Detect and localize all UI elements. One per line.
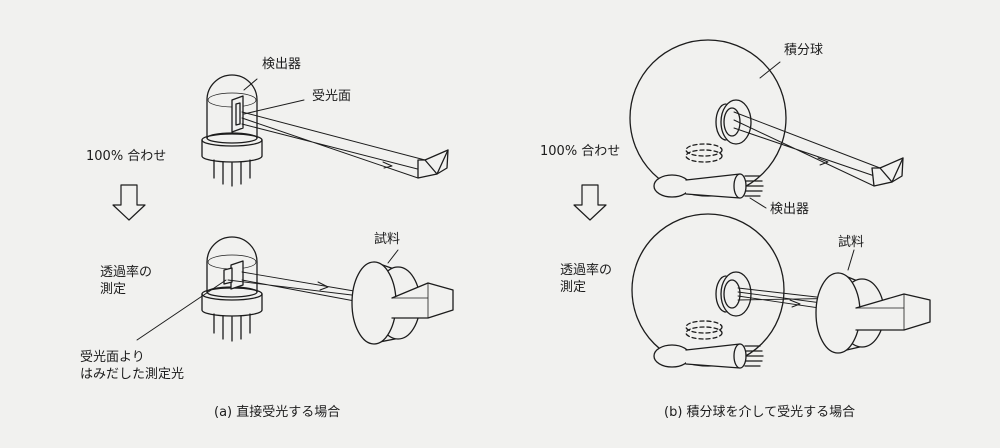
- light-beam-bottom-b: [737, 287, 861, 315]
- pointer-sample-a: [387, 249, 399, 264]
- pointer-overflow-a: [136, 279, 227, 341]
- label-overflow-line1-a: 受光面より: [80, 350, 145, 365]
- down-arrow-a: [112, 184, 146, 221]
- label-sphere-b: 積分球: [784, 43, 824, 58]
- integrating-sphere-bottom: [631, 213, 785, 367]
- detector-b-bottom: [653, 343, 764, 369]
- detector-b-top: [653, 173, 764, 199]
- pointer-surface-a: [243, 99, 305, 115]
- pointer-sphere-b: [759, 61, 781, 79]
- sample-disc-a: [351, 261, 454, 345]
- label-measurement-line1-a: 透過率の: [100, 265, 153, 280]
- label-detector-a: 検出器: [262, 57, 302, 72]
- light-beam-top: [241, 111, 449, 179]
- caption-a: (a) 直接受光する場合: [214, 405, 341, 420]
- caption-b: (b) 積分球を介して受光する場合: [664, 405, 856, 420]
- integrating-sphere-top: [629, 39, 787, 197]
- detector-tube-top: [201, 74, 263, 187]
- pointer-sample-b: [847, 249, 855, 271]
- down-arrow-b: [573, 184, 607, 221]
- light-beam-top-b: [733, 111, 904, 187]
- label-sample-b: 試料: [838, 235, 865, 250]
- light-beam-bottom-a: [227, 271, 361, 303]
- label-sample-a: 試料: [374, 232, 401, 247]
- label-measurement-line1-b: 透過率の: [560, 263, 613, 278]
- sample-disc-b: [815, 272, 931, 354]
- label-measurement-line2-a: 測定: [100, 282, 127, 297]
- label-calibration-b: 100% 合わせ: [540, 144, 621, 159]
- label-receiving-surface-a: 受光面: [312, 89, 352, 104]
- label-measurement-line2-b: 測定: [560, 280, 587, 295]
- label-detector-b: 検出器: [770, 202, 810, 217]
- pointer-detector-b: [749, 197, 767, 209]
- label-calibration-a: 100% 合わせ: [86, 149, 167, 164]
- label-overflow-line2-a: はみだした測定光: [80, 367, 185, 382]
- detector-tube-bottom: [201, 236, 263, 342]
- pointer-detector-a: [243, 78, 258, 91]
